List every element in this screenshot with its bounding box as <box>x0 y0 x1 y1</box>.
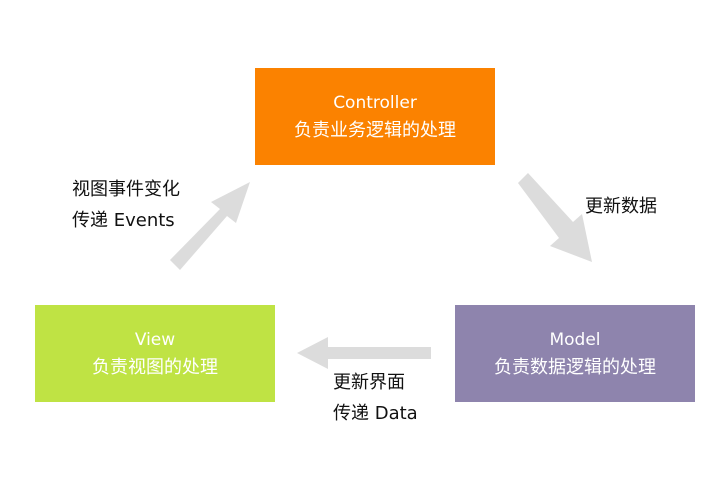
arrow-view-to-controller <box>170 182 250 270</box>
model-title: Model <box>549 329 601 350</box>
view-subtitle: 负责视图的处理 <box>92 356 218 378</box>
edge-label-line: 视图事件变化 <box>72 179 180 200</box>
model-subtitle: 负责数据逻辑的处理 <box>494 356 656 378</box>
edge-label-controller-to-model: 更新数据 <box>585 191 657 222</box>
arrow-controller-to-model <box>518 173 592 262</box>
edge-label-line: 更新数据 <box>585 196 657 217</box>
controller-box: Controller 负责业务逻辑的处理 <box>255 68 495 165</box>
edge-label-model-to-view: 更新界面 传递 Data <box>333 367 418 429</box>
edge-label-line: 更新界面 <box>333 372 405 393</box>
view-box: View 负责视图的处理 <box>35 305 275 402</box>
controller-subtitle: 负责业务逻辑的处理 <box>294 119 456 141</box>
edge-label-line: 传递 Data <box>333 403 418 424</box>
view-title: View <box>134 329 176 350</box>
edge-label-view-to-controller: 视图事件变化 传递 Events <box>72 174 180 236</box>
controller-title: Controller <box>333 92 417 113</box>
model-box: Model 负责数据逻辑的处理 <box>455 305 695 402</box>
edge-label-line: 传递 Events <box>72 210 175 231</box>
arrow-model-to-view <box>297 337 431 369</box>
